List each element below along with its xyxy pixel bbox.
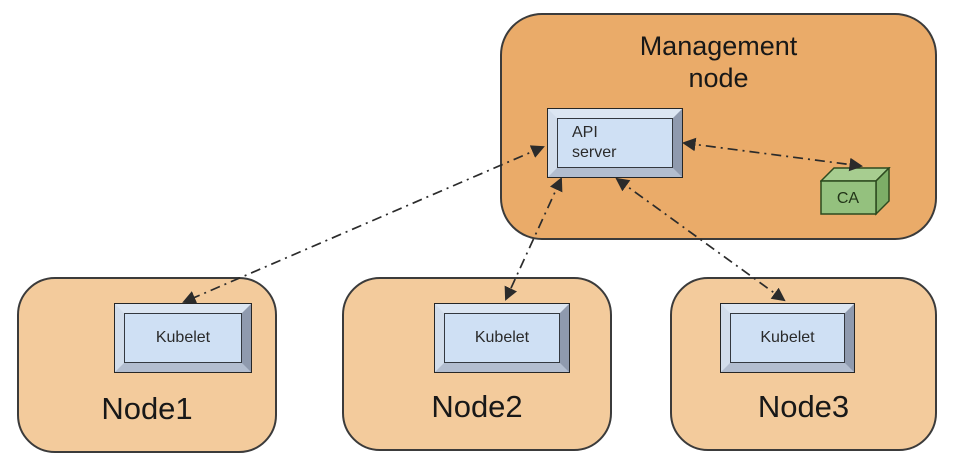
management-node-label: Management node	[639, 31, 798, 93]
management-node-box: Management node API server CA	[500, 13, 937, 240]
kubelet-label-node1: Kubelet	[155, 329, 211, 346]
node1-label: Node1	[101, 391, 193, 426]
api-server-label: API server	[572, 124, 617, 161]
node3-box: Kubelet Node3	[670, 277, 937, 451]
kubelet-face: Kubelet	[444, 313, 560, 363]
ca-box: CA	[820, 167, 891, 216]
api-server-bevel	[548, 109, 682, 177]
kubelet-bevel	[721, 304, 854, 372]
management-node-title-wrap: Management node	[502, 31, 935, 95]
kubelet-box-node1: Kubelet	[114, 303, 252, 373]
kubelet-box-node3: Kubelet	[720, 303, 855, 373]
kubelet-box-node2: Kubelet	[434, 303, 570, 373]
ca-front-face	[820, 180, 877, 215]
kubelet-bevel	[115, 304, 251, 372]
kubelet-label-node2: Kubelet	[474, 329, 530, 346]
api-server-face: API server	[557, 118, 673, 168]
node1-box: Kubelet Node1	[17, 277, 277, 453]
kubelet-bevel	[435, 304, 569, 372]
api-server-box: API server	[547, 108, 683, 178]
node2-box: Kubelet Node2	[342, 277, 612, 451]
kubelet-face: Kubelet	[730, 313, 845, 363]
node2-label: Node2	[431, 389, 523, 424]
ca-label: CA	[837, 190, 860, 207]
kubelet-face: Kubelet	[124, 313, 242, 363]
kubelet-label-node3: Kubelet	[760, 329, 815, 346]
node3-label: Node3	[757, 389, 850, 424]
